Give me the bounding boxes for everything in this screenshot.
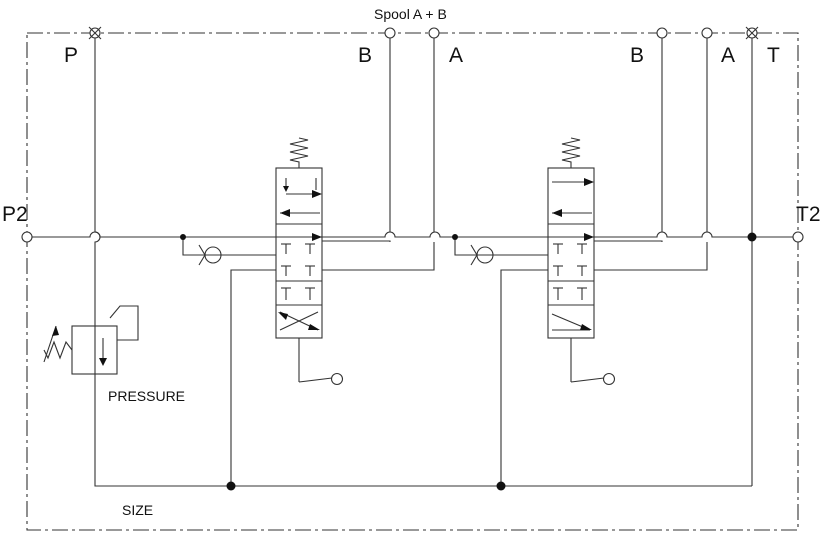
port-t2-label: T2 — [796, 203, 821, 226]
pressure-supply-line — [94, 33, 752, 487]
relief-valve — [43, 305, 139, 375]
check-valve-2 — [470, 244, 494, 266]
directional-valve-2 — [547, 137, 605, 383]
pressure-label: PRESSURE — [108, 388, 186, 404]
port-p-label: P — [64, 44, 79, 67]
diagram-title: Spool A + B — [374, 6, 447, 22]
adjustable-spring-icon — [43, 340, 73, 360]
port-b-left-label: B — [358, 44, 373, 67]
enclosure-boundary — [26, 32, 799, 531]
port-a-right-label: A — [721, 44, 736, 67]
port-a-left-label: A — [449, 44, 464, 67]
check-valve2-branch — [454, 237, 548, 256]
valve1-b-connection — [322, 240, 391, 242]
spring-icon — [561, 137, 581, 168]
port-t2-connector — [792, 231, 804, 243]
check-valve-1 — [198, 244, 222, 266]
size-label: SIZE — [122, 502, 154, 518]
lever-knob-2 — [602, 372, 616, 386]
valve2-b-connection — [594, 240, 663, 242]
directional-valve-1 — [275, 137, 333, 383]
valve1-return-line — [230, 269, 276, 486]
port-p2-label: P2 — [2, 203, 28, 226]
valve2-return-line — [500, 269, 548, 486]
main-gallery-line — [27, 231, 798, 238]
port-p2-connector — [21, 231, 33, 243]
check-valve1-branch — [182, 237, 276, 256]
port-a-right-connector — [701, 27, 713, 39]
port-a-left-connector — [428, 27, 440, 39]
port-b-left-connector — [384, 27, 396, 39]
port-b-right-connector — [656, 27, 668, 39]
valve1-a-connection — [322, 242, 435, 271]
port-b-right-label: B — [630, 44, 645, 67]
port-t-label: T — [767, 44, 780, 67]
valve2-a-connection — [594, 242, 708, 271]
lever-knob-1 — [330, 372, 344, 386]
spring-icon — [289, 137, 309, 168]
